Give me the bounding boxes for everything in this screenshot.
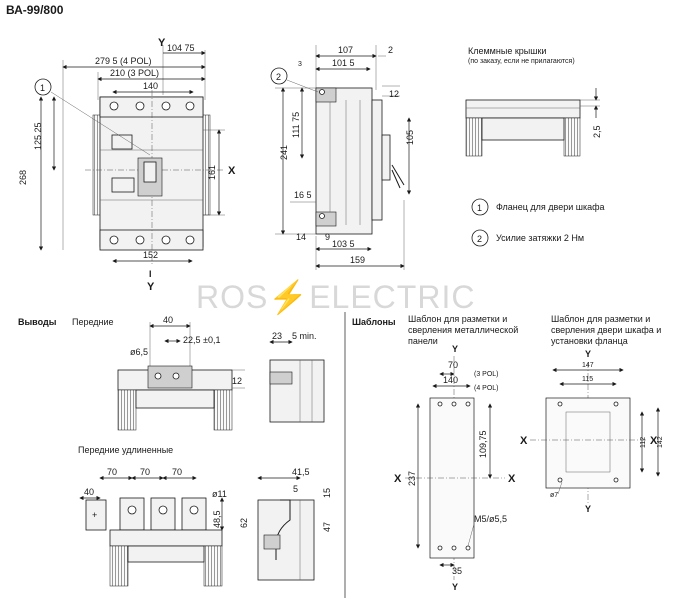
legend-2-num: 2: [477, 234, 482, 244]
dim-115: 115: [582, 376, 593, 383]
dim-2-5: 2,5: [592, 125, 602, 138]
legend-1-num: 1: [477, 203, 482, 213]
dim-41-5: 41,5: [292, 467, 310, 477]
dim-103: 103 5: [332, 239, 355, 249]
dim-5min: 5 min.: [292, 331, 317, 341]
dim-6-5: ø6,5: [130, 347, 148, 357]
dim-161: 161: [207, 165, 217, 180]
extended-label: Передние удлиненные: [78, 445, 173, 455]
dim-237: 237: [407, 471, 417, 486]
door-axis-x-left: X: [520, 435, 528, 447]
dim-125: 125 25: [33, 122, 43, 150]
dim-107: 107: [338, 45, 353, 55]
dim-210: 210 (3 POL): [110, 68, 159, 78]
dim-112: 112: [640, 437, 647, 448]
covers-subheading: (по заказу, если не прилагаются): [468, 58, 575, 65]
metal-axis-x-left: X: [394, 473, 402, 485]
door-axis-y: Y: [585, 349, 591, 359]
dim-70-a: 70: [107, 467, 117, 477]
axis-x: X: [228, 165, 236, 177]
terminal-covers: Клеммные крышки (по заказу, если не прил…: [465, 46, 602, 157]
dim-104: 104 75: [167, 43, 195, 53]
dim-268: 268: [18, 170, 28, 185]
dim-105: 105: [405, 130, 415, 145]
dim-2: 2: [388, 45, 393, 55]
outputs-front-label: Передние: [72, 317, 114, 327]
door-axis-y-bottom: Y: [585, 504, 591, 514]
dim-241: 241: [279, 145, 289, 160]
dim-23: 23: [272, 331, 282, 341]
callout-2: 2: [276, 72, 281, 82]
dim-111: 111 75: [291, 112, 301, 138]
door-template-title: Шаблон для разметки и сверления двери шк…: [551, 314, 662, 346]
dim-11: ø11: [212, 489, 227, 499]
outputs-heading: Выводы: [18, 317, 57, 327]
templates: Шаблоны Шаблон для разметки и сверления …: [344, 312, 664, 598]
dim-3: 3: [298, 61, 302, 68]
dim-m5: M5/ø5,5: [474, 514, 507, 524]
metal-axis-y: Y: [452, 344, 458, 354]
dim-47: 47: [322, 522, 332, 532]
dim-142: 142: [657, 436, 664, 448]
metal-template-title: Шаблон для разметки и сверления металлич…: [408, 314, 519, 346]
dim-62: 62: [239, 518, 249, 528]
dim-14: 14: [296, 232, 306, 242]
dim-15: 15: [322, 488, 332, 498]
dim-70-b: 70: [140, 467, 150, 477]
dim-140: 140: [143, 81, 158, 91]
legend-2-circle: [471, 229, 489, 247]
covers-heading: Клеммные крышки: [468, 46, 546, 56]
page-title: ВА-99/800: [6, 3, 64, 17]
door-axis-x-right: X: [650, 435, 658, 447]
outputs-extended: Передние удлиненные 70 70 70 40 ø11 + 48…: [78, 445, 332, 587]
dim-101: 101 5: [332, 58, 355, 68]
watermark-logo: ROS⚡ELECTRIC: [196, 279, 475, 316]
dim-35: 35: [452, 566, 462, 576]
metal-axis-x-right: X: [508, 473, 516, 485]
dim-48-5: 48,5: [212, 510, 222, 528]
dim-140-tpl: 140: [443, 375, 458, 385]
dim-22-5: 22,5 ±0,1: [183, 335, 220, 345]
dim-70-tpl: 70: [448, 360, 458, 370]
dim-40-front: 40: [163, 315, 173, 325]
dim-159: 159: [350, 255, 365, 265]
legend-1-circle: [471, 198, 489, 216]
dim-5-ext: 5: [293, 484, 298, 494]
legend-1-text: Фланец для двери шкафа: [496, 202, 605, 212]
axis-y-bottom: Y: [147, 281, 155, 293]
legend: 1 Фланец для двери шкафа 2 Усилие затяжк…: [471, 198, 605, 247]
axis-i-bottom: I: [149, 269, 152, 279]
dim-7: ø7: [550, 492, 558, 499]
axis-y-top: Y: [158, 37, 166, 49]
dim-40-ext: 40: [84, 487, 94, 497]
dim-16: 16 5: [294, 190, 312, 200]
side-view: 107 2 3 101 5 12 105 241 111 75 16 5: [270, 45, 415, 270]
metal-axis-y-bottom: Y: [452, 582, 458, 592]
dim-12-side: 12: [389, 89, 399, 99]
dim-152: 152: [143, 250, 158, 260]
svg-text:+: +: [92, 510, 97, 520]
templates-heading: Шаблоны: [352, 317, 396, 327]
dim-147: 147: [582, 362, 594, 369]
legend-2-text: Усилие затяжки 2 Нм: [496, 233, 584, 243]
dim-4pol: (4 POL): [474, 385, 499, 392]
outputs-front: Выводы Передние 40 22,5 ±0,1 ø6,5 12 23 …: [18, 315, 325, 431]
callout-2-circle: [270, 67, 288, 85]
dim-70-c: 70: [172, 467, 182, 477]
dim-279: 279 5 (4 POL): [95, 56, 152, 66]
callout-1: 1: [40, 83, 45, 93]
dim-9: 9: [325, 232, 330, 242]
dim-12-front: 12: [232, 376, 242, 386]
callout-1-circle: [34, 78, 52, 96]
dim-109-75: 109,75: [478, 430, 488, 458]
dim-3pol: (3 POL): [474, 371, 499, 378]
front-view: Y 104 75 279 5 (4 POL) 210 (3 POL) 140: [18, 37, 236, 293]
